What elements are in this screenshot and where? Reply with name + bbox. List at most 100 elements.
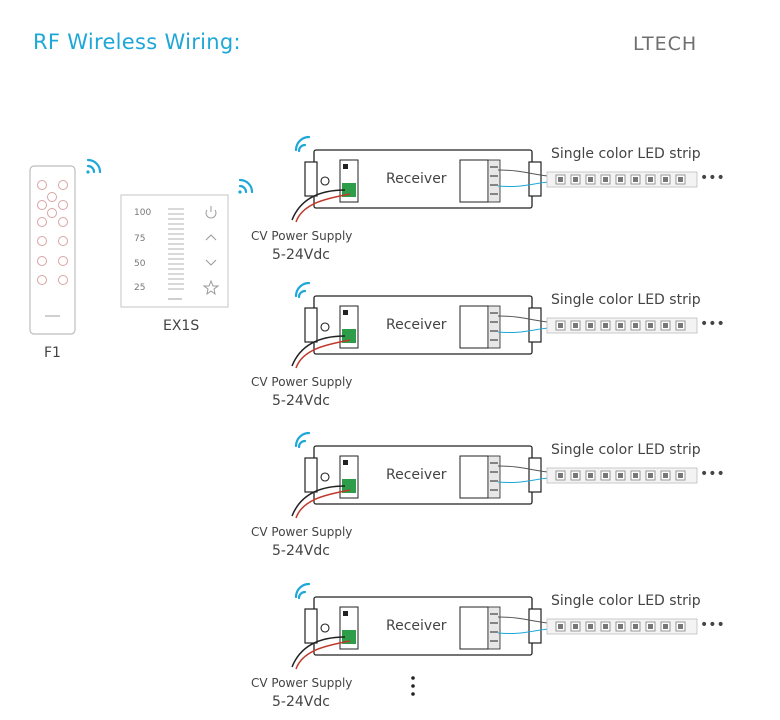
led-core bbox=[558, 473, 563, 478]
power-terminal bbox=[342, 183, 356, 197]
wifi-arc bbox=[294, 135, 311, 152]
led-core bbox=[633, 473, 638, 478]
led-core bbox=[648, 177, 653, 182]
wire-red bbox=[295, 193, 351, 223]
mount-hole bbox=[320, 623, 330, 633]
wifi-arc bbox=[297, 590, 307, 600]
wire-black bbox=[291, 189, 346, 221]
receiver-label: Receiver bbox=[386, 467, 447, 483]
led-core bbox=[618, 473, 623, 478]
input-block bbox=[339, 159, 359, 203]
ex1s-wifi-icon bbox=[238, 178, 254, 194]
led-core bbox=[663, 624, 668, 629]
wifi-arc bbox=[297, 143, 307, 153]
wifi-arc bbox=[297, 439, 307, 449]
led-core bbox=[603, 323, 608, 328]
learn-button bbox=[343, 310, 348, 315]
receiver-row bbox=[291, 281, 698, 369]
output-terminal bbox=[487, 606, 501, 650]
led-core bbox=[633, 624, 638, 629]
ex1s-level-25: 25 bbox=[134, 283, 145, 293]
led-core bbox=[603, 177, 608, 182]
led-strip-more: ••• bbox=[700, 466, 725, 482]
led-core bbox=[678, 473, 683, 478]
page-title: RF Wireless Wiring: bbox=[33, 30, 241, 54]
f1-remote bbox=[29, 165, 76, 335]
led-core bbox=[558, 177, 563, 182]
wire-out-2 bbox=[497, 477, 549, 483]
wifi-arc bbox=[294, 431, 311, 448]
led-strip-more: ••• bbox=[700, 617, 725, 633]
led-core bbox=[603, 624, 608, 629]
receiver-mount-left bbox=[304, 161, 318, 197]
input-block bbox=[339, 305, 359, 349]
output-terminal bbox=[487, 159, 501, 203]
wire-out-1 bbox=[497, 169, 549, 177]
led-core bbox=[573, 473, 578, 478]
led-core bbox=[588, 473, 593, 478]
led-core bbox=[678, 323, 683, 328]
receiver-wifi-icon bbox=[294, 431, 311, 449]
more-receivers-indicator bbox=[411, 676, 415, 696]
input-block bbox=[339, 606, 359, 650]
led-strip-label: Single color LED strip bbox=[551, 146, 701, 162]
led-strip-more: ••• bbox=[700, 316, 725, 332]
led-core bbox=[603, 473, 608, 478]
led-strip-label: Single color LED strip bbox=[551, 442, 701, 458]
mount-hole bbox=[320, 472, 330, 482]
mount-hole bbox=[320, 176, 330, 186]
wifi-arc bbox=[294, 281, 311, 298]
wire-out-2 bbox=[497, 628, 549, 634]
output-terminal bbox=[487, 455, 501, 499]
led-core bbox=[678, 624, 683, 629]
ex1s-level-50: 50 bbox=[134, 259, 146, 269]
led-core bbox=[663, 473, 668, 478]
mount-hole bbox=[320, 322, 330, 332]
wire-black bbox=[291, 636, 346, 668]
ex1s-label: EX1S bbox=[163, 318, 200, 334]
learn-button bbox=[343, 460, 348, 465]
ex1s-panel: 100 75 50 25 bbox=[120, 194, 229, 308]
power-terminal bbox=[342, 479, 356, 493]
led-core bbox=[573, 323, 578, 328]
led-core bbox=[558, 624, 563, 629]
learn-button bbox=[343, 611, 348, 616]
output-terminal bbox=[487, 305, 501, 349]
power-supply-voltage: 5-24Vdc bbox=[272, 247, 330, 263]
led-core bbox=[663, 177, 668, 182]
led-strip-label: Single color LED strip bbox=[551, 593, 701, 609]
led-core bbox=[588, 624, 593, 629]
led-core bbox=[618, 177, 623, 182]
led-core bbox=[633, 177, 638, 182]
brand-logo: LTECH bbox=[633, 33, 698, 55]
receiver-wifi-icon bbox=[294, 582, 311, 600]
power-terminal bbox=[342, 329, 356, 343]
power-supply-voltage: 5-24Vdc bbox=[272, 393, 330, 409]
led-core bbox=[588, 323, 593, 328]
ex1s-level-75: 75 bbox=[134, 234, 145, 244]
f1-label: F1 bbox=[44, 345, 61, 361]
f1-wifi-icon bbox=[86, 158, 102, 174]
power-supply-label: CV Power Supply bbox=[251, 525, 353, 539]
receiver-row bbox=[291, 135, 698, 223]
led-core bbox=[573, 624, 578, 629]
wire-red bbox=[295, 339, 351, 369]
power-supply-voltage: 5-24Vdc bbox=[272, 694, 330, 710]
wire-out-1 bbox=[497, 616, 549, 624]
receiver-mount-right bbox=[528, 608, 542, 644]
receiver-mount-right bbox=[528, 457, 542, 493]
led-core bbox=[648, 624, 653, 629]
led-core bbox=[618, 624, 623, 629]
led-core bbox=[648, 473, 653, 478]
power-supply-label: CV Power Supply bbox=[251, 676, 353, 690]
led-core bbox=[588, 177, 593, 182]
led-core bbox=[633, 323, 638, 328]
receiver-mount-left bbox=[304, 457, 318, 493]
receiver-label: Receiver bbox=[386, 171, 447, 187]
led-core bbox=[663, 323, 668, 328]
receiver-label: Receiver bbox=[386, 317, 447, 333]
wifi-arc bbox=[294, 582, 311, 599]
led-core bbox=[678, 177, 683, 182]
